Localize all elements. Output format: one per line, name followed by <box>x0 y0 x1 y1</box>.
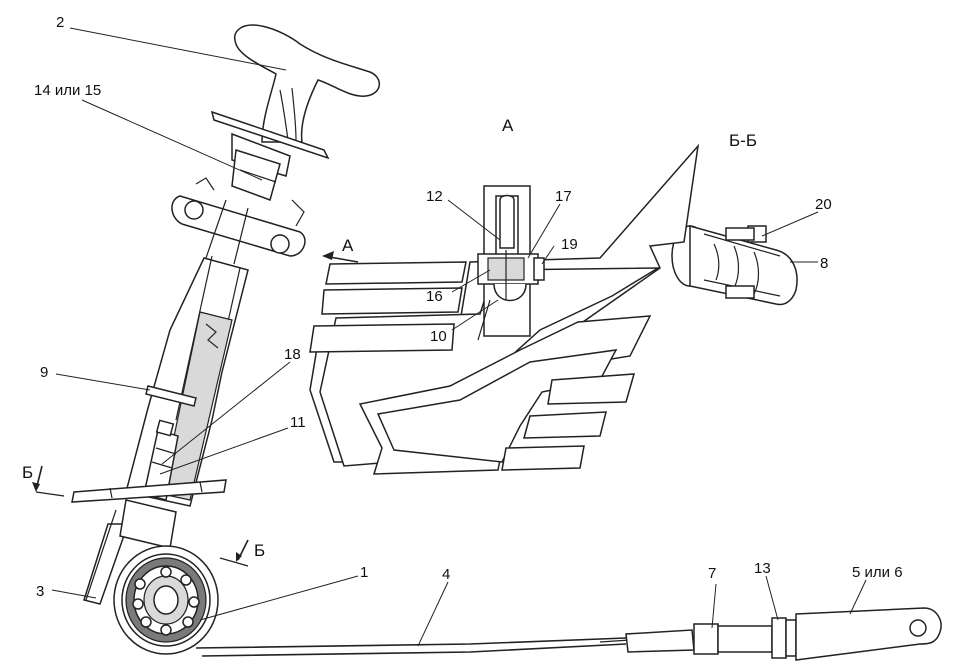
label-section-bb: Б-Б <box>729 131 757 150</box>
cross-plate <box>71 479 227 503</box>
label-8: 8 <box>820 255 828 272</box>
callout-labels: 2 14 или 15 А Б-Б 12 17 20 19 8 А 16 10 … <box>22 14 903 600</box>
collar-ring <box>145 385 197 407</box>
label-section-b-left: Б <box>22 463 33 482</box>
label-9: 9 <box>40 364 48 381</box>
pulley-bracket <box>119 499 177 549</box>
label-20: 20 <box>815 196 832 213</box>
label-2: 2 <box>56 14 64 31</box>
label-12: 12 <box>426 188 443 205</box>
handle-grip <box>233 24 380 143</box>
section-bb <box>671 225 798 306</box>
label-5-6: 5 или 6 <box>852 564 903 581</box>
label-1: 1 <box>360 564 368 581</box>
cable <box>195 637 631 657</box>
section-marker-right <box>219 539 249 567</box>
view-arrow-a <box>322 251 359 263</box>
label-view-a: А <box>502 116 514 135</box>
inner-rod <box>143 419 179 501</box>
label-7: 7 <box>708 565 716 582</box>
label-19: 19 <box>561 236 578 253</box>
handle-flange <box>210 110 330 201</box>
label-17: 17 <box>555 188 572 205</box>
label-section-b-right: Б <box>254 541 265 560</box>
label-4: 4 <box>442 566 450 583</box>
main-tube <box>125 199 249 507</box>
label-14-15: 14 или 15 <box>34 82 101 99</box>
pulley <box>113 545 219 655</box>
label-11: 11 <box>290 414 306 431</box>
leader-lines <box>51 27 867 647</box>
label-10: 10 <box>430 328 447 345</box>
label-3: 3 <box>36 583 44 600</box>
cable-end <box>625 607 942 661</box>
label-16: 16 <box>426 288 443 305</box>
label-13: 13 <box>754 560 771 577</box>
label-arrow-a: А <box>342 236 354 255</box>
section-marker-left <box>32 465 65 497</box>
label-18: 18 <box>284 346 301 363</box>
upper-clamp <box>171 177 306 257</box>
